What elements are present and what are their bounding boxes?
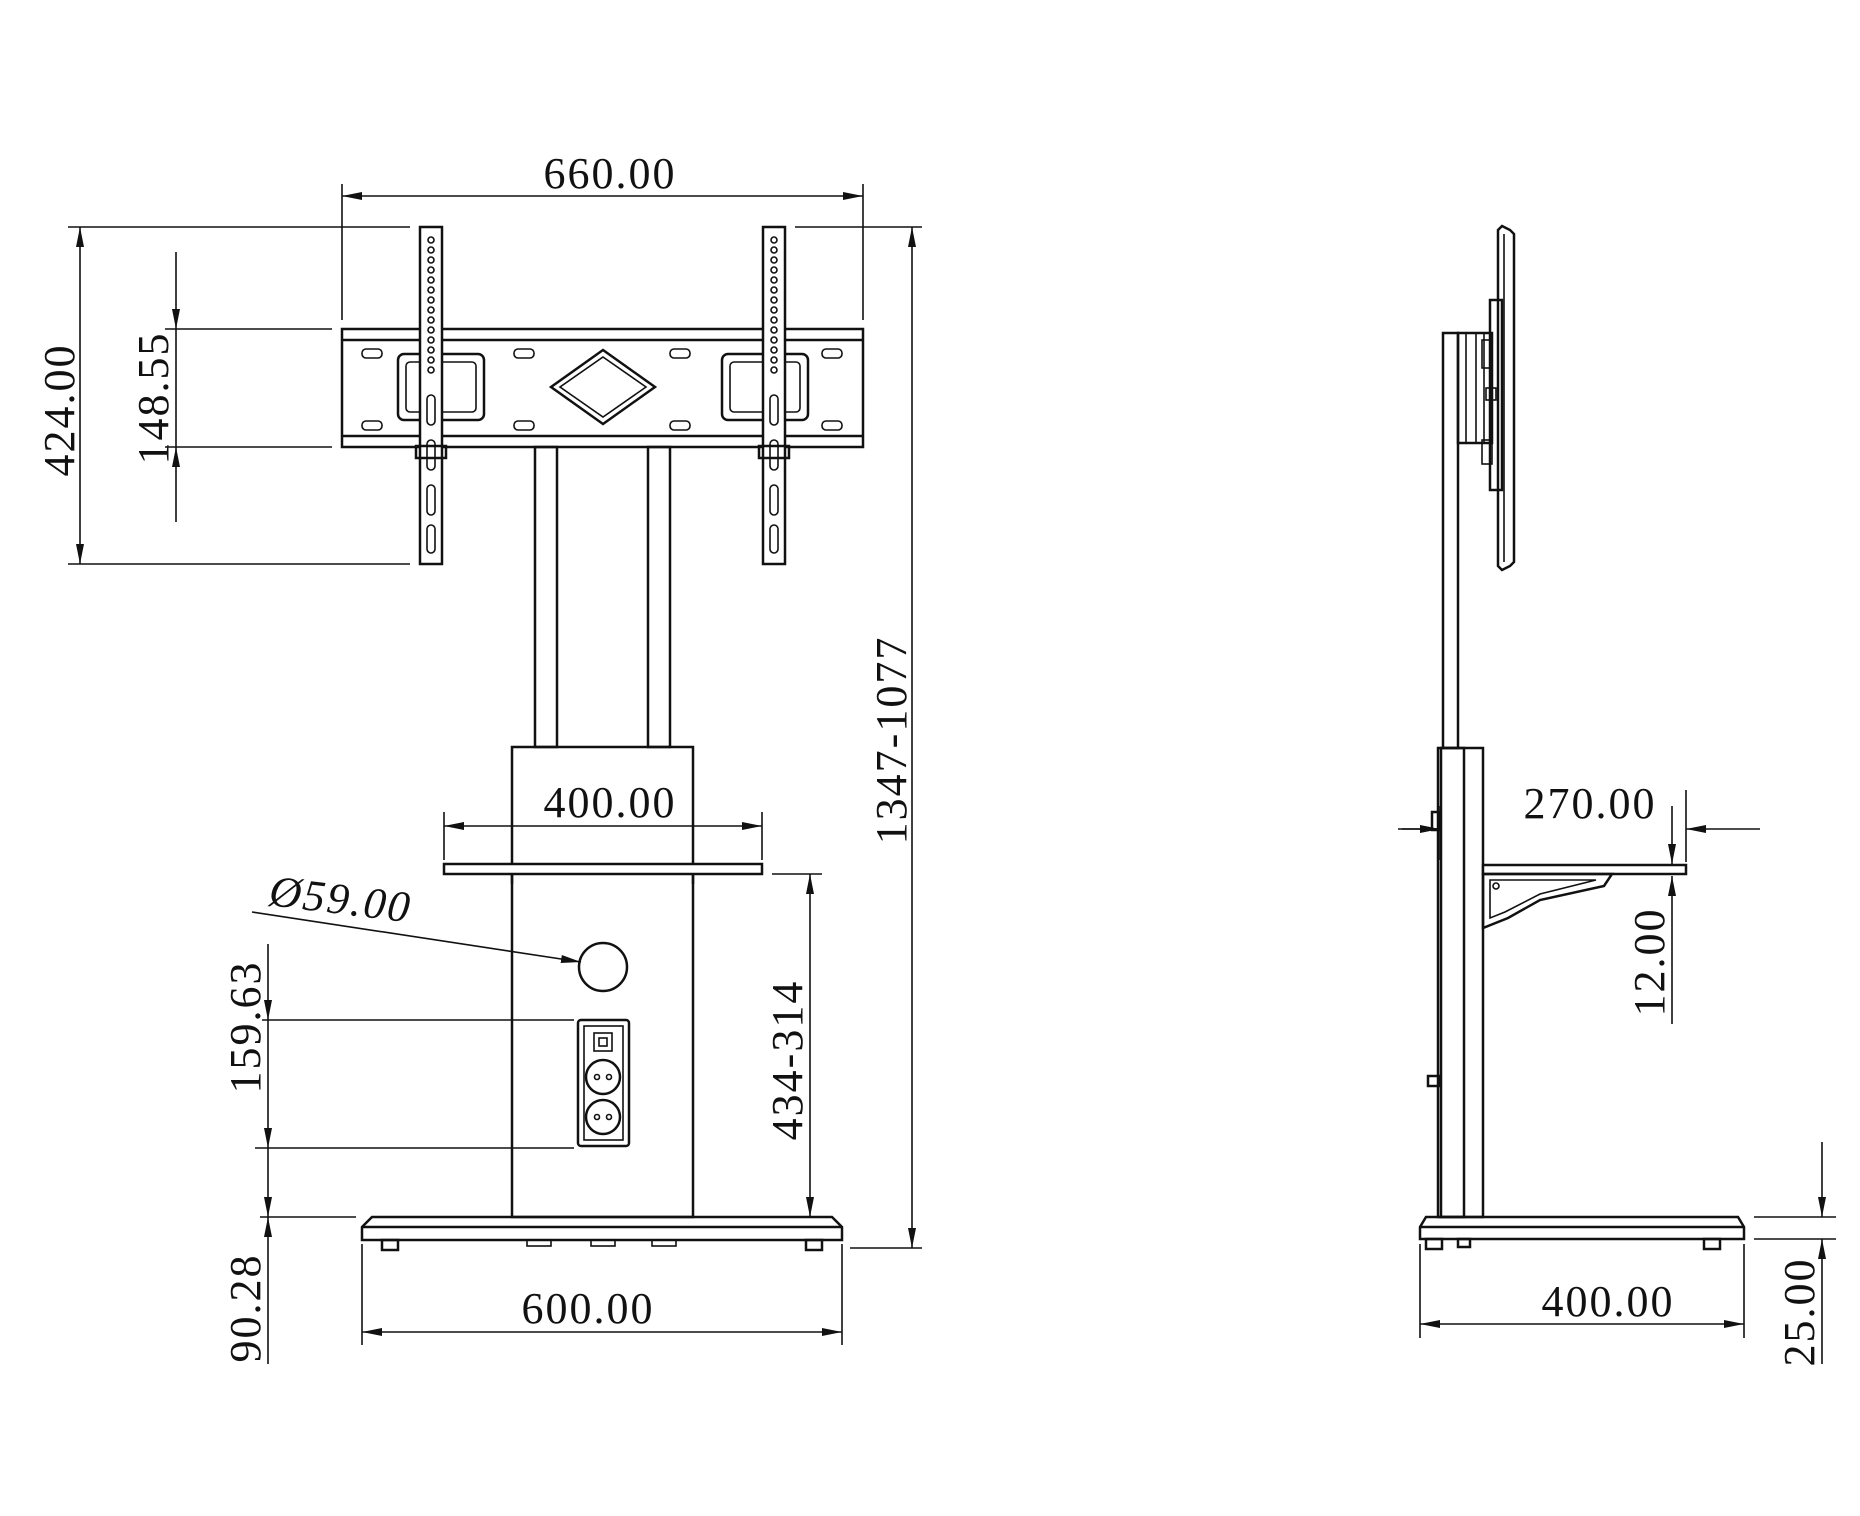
dim-label: 159.63 — [221, 961, 270, 1094]
side-view: 270.00 12.00 400.00 25.00 — [1398, 224, 1836, 1367]
dim-label: 660.00 — [544, 149, 677, 198]
dim-plate-height: 148.55 — [129, 252, 332, 522]
dim-mount-height: 424.00 — [35, 226, 410, 565]
dim-label: 400.00 — [544, 778, 677, 827]
front-view: 660.00 424.00 148.55 1347-1077 — [35, 149, 922, 1364]
dim-socket-offset: 90.28 — [221, 1148, 356, 1364]
dim-base-height: 25.00 — [1754, 1142, 1836, 1367]
cable-hole — [577, 941, 629, 993]
glass-shelf — [442, 862, 764, 884]
dim-overall-height: 1347-1077 — [795, 226, 922, 1249]
dim-shelf-thickness: 12.00 — [1625, 806, 1676, 1024]
dim-shelf-width: 400.00 — [443, 778, 763, 860]
front-base — [360, 1215, 844, 1252]
dim-base-depth: 400.00 — [1419, 1244, 1745, 1338]
dim-label: 600.00 — [522, 1284, 655, 1333]
power-socket — [576, 1018, 631, 1148]
dim-label: Ø59.00 — [266, 866, 415, 932]
dim-label: 270.00 — [1524, 779, 1657, 828]
dim-socket-spacing: 159.63 — [221, 944, 574, 1149]
dim-label: 434-314 — [763, 980, 812, 1141]
dim-label: 424.00 — [35, 344, 84, 477]
mount-arm-right — [757, 225, 791, 566]
mount-arm-left — [414, 225, 448, 566]
dim-label: 25.00 — [1775, 1258, 1824, 1367]
dim-label: 12.00 — [1625, 908, 1674, 1017]
side-base — [1418, 1215, 1746, 1251]
dim-label: 90.28 — [221, 1254, 270, 1363]
side-lower-column — [1426, 746, 1485, 1219]
side-tv-panel — [1481, 224, 1516, 572]
dim-mount-width: 660.00 — [341, 149, 864, 320]
dim-label: 400.00 — [1542, 1277, 1675, 1326]
dim-shelf-depth: 270.00 — [1398, 779, 1760, 862]
upright-poles — [533, 445, 672, 749]
dim-label: 148.55 — [129, 332, 178, 465]
dim-cable-hole: Ø59.00 — [251, 866, 582, 963]
side-upper-pole — [1441, 331, 1460, 750]
dim-label: 1347-1077 — [867, 636, 916, 845]
side-shelf — [1481, 863, 1688, 930]
dim-base-width: 600.00 — [361, 1244, 843, 1345]
dim-shelf-height: 434-314 — [763, 873, 822, 1217]
